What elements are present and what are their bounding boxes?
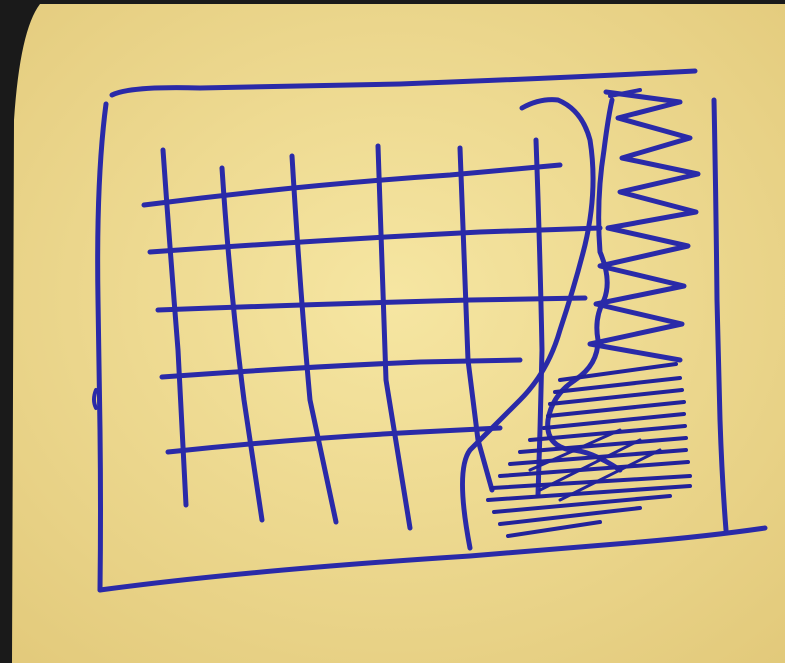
frame-tick [94, 390, 96, 408]
